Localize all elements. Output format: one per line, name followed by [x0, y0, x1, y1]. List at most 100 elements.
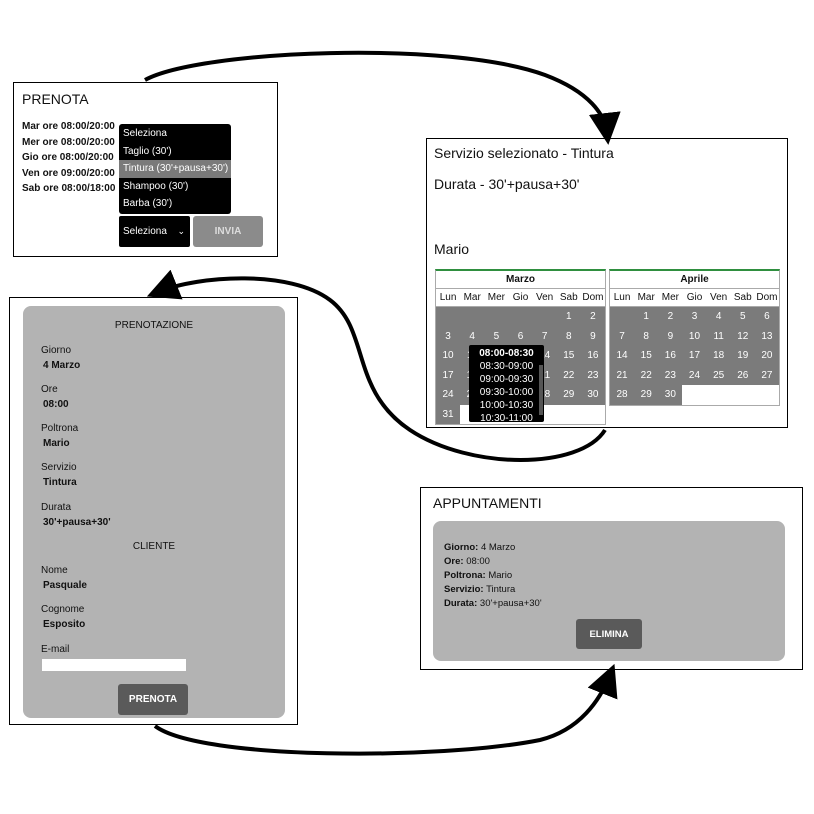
service-option[interactable]: Shampoo (30')	[123, 180, 189, 192]
calendar-day[interactable]: 12	[730, 326, 755, 346]
weekday: Mer	[487, 292, 505, 303]
time-slot-list[interactable]: 08:00-08:30 08:30-09:00 09:00-09:30 09:3…	[469, 345, 544, 422]
calendar-day[interactable]: 20	[754, 346, 779, 366]
calendar-day[interactable]: 6	[754, 307, 779, 327]
calendar-day[interactable]: 17	[436, 365, 461, 385]
calendar-day[interactable]: 27	[754, 365, 779, 385]
weekday: Gio	[686, 292, 703, 303]
selected-duration: Durata - 30'+pausa+30'	[434, 176, 580, 192]
calendar-day[interactable]: 7	[610, 326, 635, 346]
calendar-day[interactable]: 24	[436, 385, 461, 405]
calendar-day[interactable]: 5	[730, 307, 755, 327]
email-field[interactable]	[42, 659, 186, 671]
time-slot[interactable]: 08:30-09:00	[479, 361, 534, 372]
calendar-month-title: Marzo	[436, 271, 605, 289]
calendar-day[interactable]: 22	[634, 365, 659, 385]
calendar-day[interactable]: 19	[730, 346, 755, 366]
calendar-day[interactable]: 16	[580, 346, 605, 366]
calendar-day-empty	[556, 404, 581, 424]
calendar-day[interactable]: 15	[556, 346, 581, 366]
time-slot-selected[interactable]: 08:00-08:30	[479, 348, 534, 359]
prenota-panel: PRENOTA Mar ore 08:00/20:00 Mer ore 08:0…	[13, 82, 278, 257]
calendar-day[interactable]: 29	[556, 385, 581, 405]
client-surname-value: Esposito	[43, 619, 86, 630]
service-dropdown-list[interactable]: Seleziona Taglio (30') Tintura (30'+paus…	[119, 124, 231, 214]
calendar-day[interactable]: 5	[484, 326, 509, 346]
appointment-details: Giorno: 4 Marzo Ore: 08:00 Poltrona: Mar…	[444, 541, 542, 611]
calendar-day[interactable]: 14	[610, 346, 635, 366]
time-slot[interactable]: 10:30-11:00	[480, 413, 533, 422]
time-slot-scrollbar[interactable]	[539, 365, 543, 415]
calendar-day[interactable]: 8	[634, 326, 659, 346]
calendar-day[interactable]: 31	[436, 404, 461, 424]
weekday: Gio	[512, 292, 529, 303]
client-header: CLIENTE	[132, 541, 176, 552]
service-option[interactable]: Seleziona	[123, 128, 167, 139]
calendar-day[interactable]: 26	[730, 365, 755, 385]
prenota-button[interactable]: PRENOTA	[118, 684, 188, 715]
weekday: Ven	[710, 292, 728, 303]
calendar-day[interactable]: 21	[610, 365, 635, 385]
weekday-header: Lun Mar Mer Gio Ven Sab Dom	[436, 289, 605, 307]
calendar-day[interactable]: 24	[682, 365, 707, 385]
calendar-day-empty	[484, 307, 509, 327]
calendar-day[interactable]: 13	[754, 326, 779, 346]
calendar-day[interactable]: 28	[610, 385, 635, 405]
calendar-day[interactable]: 9	[580, 326, 605, 346]
service-option[interactable]: Barba (30')	[123, 198, 173, 209]
service-select-value: Seleziona	[123, 226, 167, 237]
invia-button[interactable]: INVIA	[193, 216, 263, 247]
calendar-day-empty	[436, 307, 461, 327]
service-select[interactable]: Seleziona ⌄	[119, 216, 190, 247]
calendar-day-empty	[580, 404, 605, 424]
calendar-day[interactable]: 25	[706, 365, 731, 385]
calendar-day[interactable]: 9	[658, 326, 683, 346]
field-label: Nome	[41, 565, 68, 576]
calendar-day[interactable]: 23	[658, 365, 683, 385]
calendar-day[interactable]: 10	[682, 326, 707, 346]
appointments-panel: APPUNTAMENTI Giorno: 4 Marzo Ore: 08:00 …	[420, 487, 803, 670]
elimina-button[interactable]: ELIMINA	[576, 619, 642, 649]
calendar-day[interactable]: 23	[580, 365, 605, 385]
field-value: Tintura	[43, 477, 77, 488]
calendar-day[interactable]: 10	[436, 346, 461, 366]
calendar-day[interactable]: 30	[658, 385, 683, 405]
calendar-day[interactable]: 3	[436, 326, 461, 346]
calendar-day[interactable]: 7	[532, 326, 557, 346]
appointment-line: Servizio: Tintura	[444, 584, 516, 595]
calendar-day[interactable]: 1	[556, 307, 581, 327]
field-label: Giorno	[41, 345, 72, 356]
calendar-day[interactable]: 1	[634, 307, 659, 327]
calendar-day[interactable]: 15	[634, 346, 659, 366]
service-option[interactable]: Taglio (30')	[123, 145, 172, 157]
calendar-day[interactable]: 16	[658, 346, 683, 366]
calendar-day[interactable]: 2	[658, 307, 683, 327]
hours-line: Sab ore 08:00/18:00	[22, 183, 116, 194]
time-slot[interactable]: 09:30-10:00	[479, 387, 534, 398]
weekday: Ven	[536, 292, 554, 303]
calendar-day[interactable]: 3	[682, 307, 707, 327]
weekday: Dom	[582, 292, 604, 303]
calendar-day[interactable]: 29	[634, 385, 659, 405]
calendar-day[interactable]: 4	[706, 307, 731, 327]
calendar-day[interactable]: 30	[580, 385, 605, 405]
calendar-day[interactable]: 18	[706, 346, 731, 366]
calendar-day[interactable]: 8	[556, 326, 581, 346]
weekday: Mer	[661, 292, 679, 303]
hours-line: Mer ore 08:00/20:00	[22, 136, 115, 148]
service-option-highlighted[interactable]: Tintura (30'+pausa+30')	[119, 160, 231, 178]
email-label: E-mail	[41, 644, 70, 655]
calendar-day-empty	[682, 385, 707, 405]
weekday: Sab	[733, 292, 752, 303]
opening-hours: Mar ore 08:00/20:00 Mer ore 08:00/20:00 …	[22, 119, 115, 197]
field-value: 08:00	[43, 399, 69, 410]
calendar-day[interactable]: 6	[508, 326, 533, 346]
calendar-day[interactable]: 2	[580, 307, 605, 327]
calendar-day[interactable]: 4	[460, 326, 485, 346]
calendar-day[interactable]: 17	[682, 346, 707, 366]
calendar-day[interactable]: 11	[706, 326, 731, 346]
time-slot[interactable]: 10:00-10:30	[479, 400, 534, 411]
time-slot[interactable]: 09:00-09:30	[479, 374, 534, 385]
calendar-day[interactable]: 22	[556, 365, 581, 385]
